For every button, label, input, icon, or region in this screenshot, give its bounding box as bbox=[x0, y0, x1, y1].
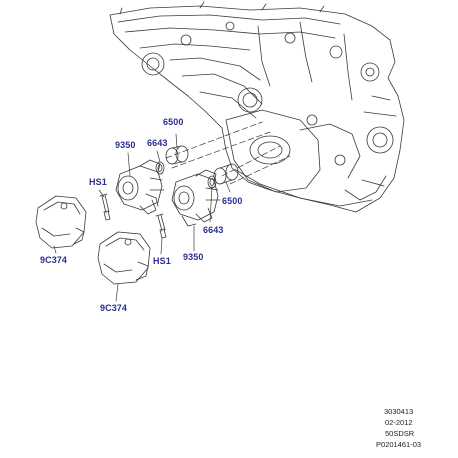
callout-6500-top: 6500 bbox=[163, 117, 184, 127]
callout-6643-bottom: 6643 bbox=[203, 225, 224, 235]
callout-hs1-left: HS1 bbox=[89, 177, 107, 187]
alignment-lines bbox=[165, 121, 291, 185]
callout-9350-top: 9350 bbox=[115, 140, 136, 150]
reference-code-1: 3030413 bbox=[384, 407, 414, 416]
fuel-pump-9350-right bbox=[171, 169, 221, 227]
callout-6500-right: 6500 bbox=[222, 196, 243, 206]
leader-lines bbox=[53, 133, 231, 302]
callout-hs1-bottom: HS1 bbox=[153, 256, 171, 266]
reference-code-2: 50SDSR bbox=[385, 429, 415, 438]
callout-6643-top: 6643 bbox=[147, 138, 168, 148]
engine-block bbox=[109, 1, 405, 213]
reference-date: 02-2012 bbox=[385, 418, 413, 427]
bolt-hs1-center bbox=[155, 213, 167, 239]
fuel-pump-9350-left bbox=[115, 159, 165, 215]
callout-9350-bottom: 9350 bbox=[183, 252, 204, 262]
callout-9c374-bottom: 9C374 bbox=[100, 303, 128, 313]
callout-9c374-left: 9C374 bbox=[40, 255, 68, 265]
reference-code-3: P0201461-03 bbox=[376, 440, 422, 449]
sleeve-6500-top bbox=[165, 145, 189, 165]
bolt-hs1-left bbox=[99, 193, 111, 221]
heat-shield-9c374-bottom bbox=[97, 231, 151, 285]
sleeve-6500-right bbox=[213, 163, 239, 185]
heat-shield-9c374-left bbox=[35, 195, 87, 249]
